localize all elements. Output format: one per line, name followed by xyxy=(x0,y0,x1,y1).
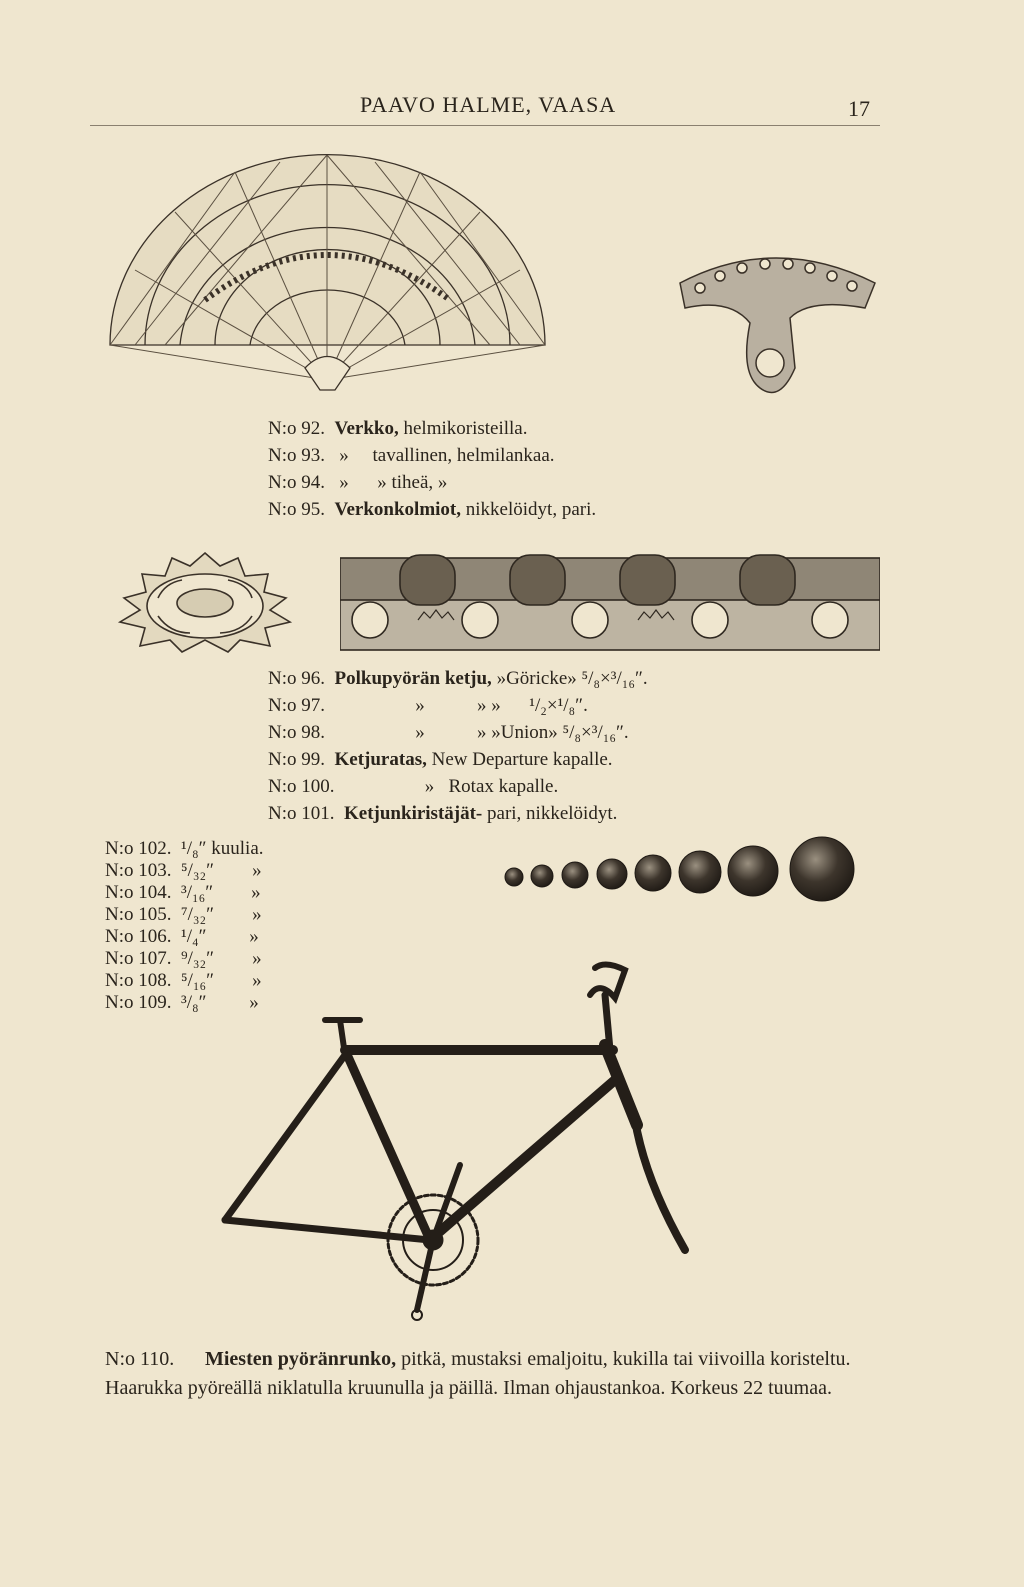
page-number: 17 xyxy=(848,96,870,121)
bead-net-illustration xyxy=(109,153,546,391)
list-item: N:o 109. ³/₈″ » xyxy=(105,992,259,1013)
frame-item-description: N:o 110.Miesten pyöränrunko, pitkä, must… xyxy=(105,1348,851,1399)
list-item: N:o 99. Ketjuratas, New Departure kapall… xyxy=(268,749,613,770)
list-item: N:o 105. ⁷/₃₂″ » xyxy=(105,904,262,925)
list-item: N:o 100. » Rotax kapalle. xyxy=(268,776,559,797)
list-item: N:o 96. Polkupyörän ketju, »Göricke» ⁵/₈… xyxy=(268,668,648,689)
list-item: N:o 98. » » »Union» ⁵/₈×³/₁₆″. xyxy=(268,722,629,743)
page-header: PAAVO HALME, VAASA xyxy=(360,92,617,117)
list-item: N:o 92. Verkko, helmikoristeilla. xyxy=(268,418,528,439)
list-item: N:o 94. » » tiheä, » xyxy=(268,472,448,493)
steel-balls-illustration xyxy=(504,836,855,902)
list-item: N:o 103. ⁵/₃₂″ » xyxy=(105,860,262,881)
sprocket-illustration xyxy=(117,551,293,653)
bicycle-frame-illustration xyxy=(221,961,689,1321)
list-item: N:o 102. ¹/₈″ kuulia. xyxy=(105,838,264,859)
list-item: N:o 104. ³/₁₆″ » xyxy=(105,882,261,903)
header-rule xyxy=(90,125,880,126)
list-item: N:o 107. ⁹/₃₂″ » xyxy=(105,948,262,969)
list-item: N:o 101. Ketjunkiristäjät- pari, nikkelö… xyxy=(268,803,618,824)
list-item: N:o 106. ¹/₄″ » xyxy=(105,926,259,947)
list-item: N:o 97. » » » ¹/₂×¹/₈″. xyxy=(268,695,588,716)
bicycle-chain-illustration xyxy=(340,554,880,651)
list-item: N:o 108. ⁵/₁₆″ » xyxy=(105,970,262,991)
list-item: N:o 95. Verkonkolmiot, nikkelöidyt, pari… xyxy=(268,499,597,520)
list-item: N:o 93. » tavallinen, helmilankaa. xyxy=(268,445,555,466)
net-corner-plate-illustration xyxy=(679,257,876,394)
